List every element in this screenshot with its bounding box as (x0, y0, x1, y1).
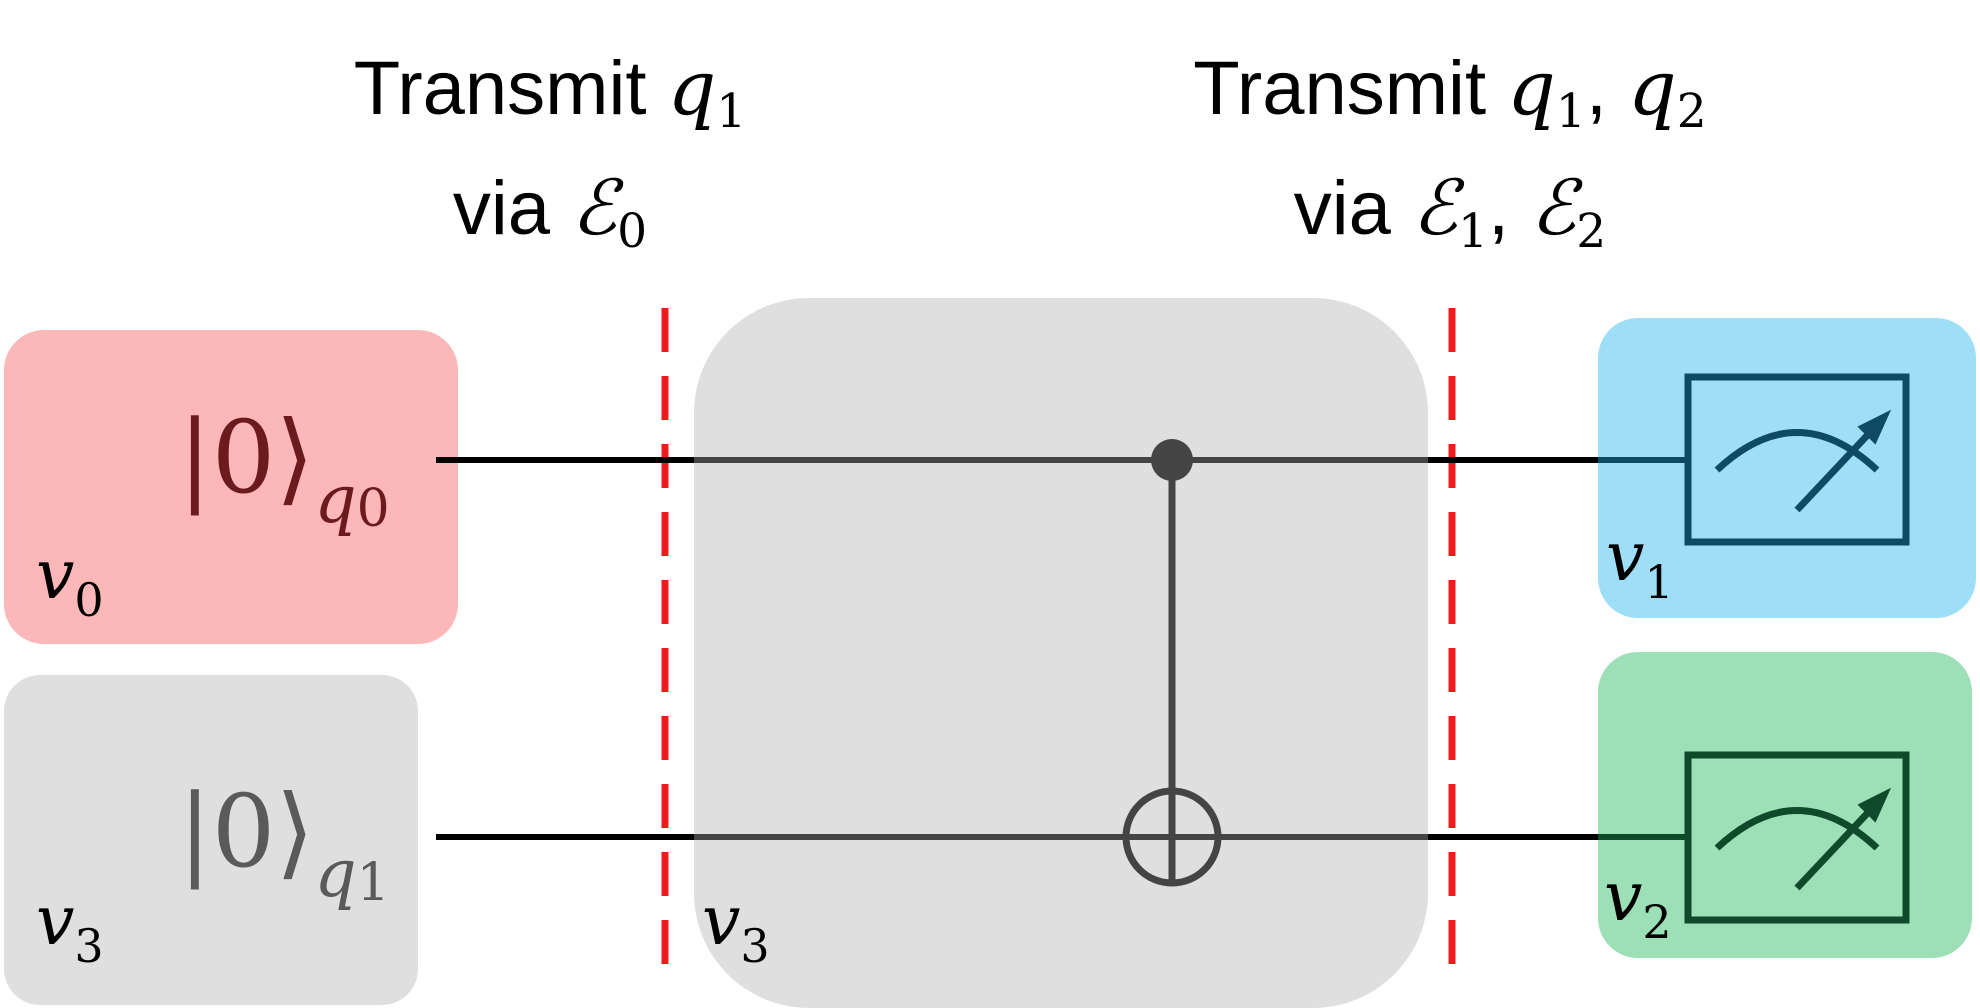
node-v3-center-box (694, 298, 1428, 1008)
meter-v1-arrowhead (1857, 409, 1892, 445)
measurement-meter-v1 (1684, 373, 1910, 546)
node-label-v3-left: v3 (36, 882, 104, 973)
heading-left-line1: Transmit q1 (353, 43, 747, 140)
ket-state-q1: |0⟩q1 (178, 773, 390, 913)
meter-v2-arrowhead (1857, 787, 1892, 823)
node-label-v3-center: v3 (702, 882, 770, 973)
heading-right-line1: Transmit q1, q2 (1193, 43, 1707, 140)
measurement-meter-v2 (1684, 751, 1910, 924)
heading-transmit-q1: Transmit q1 via ℰ0 (290, 40, 810, 280)
node-v3-left-box (4, 675, 418, 1005)
node-label-v2: v2 (1604, 858, 1672, 949)
heading-transmit-q1-q2: Transmit q1, q2 via ℰ1, ℰ2 (1140, 40, 1760, 280)
meter-v1-arc (1714, 429, 1880, 473)
meter-v2-frame (1684, 751, 1910, 924)
heading-left-line2: via ℰ0 (452, 163, 648, 260)
cnot-target-circle (1122, 787, 1222, 887)
node-v0-box (4, 330, 458, 644)
node-label-v1: v1 (1606, 518, 1674, 609)
meter-v2-arc (1714, 807, 1880, 851)
meter-v2-needle (1794, 800, 1880, 891)
heading-right-line2: via ℰ1, ℰ2 (1293, 163, 1607, 260)
ket-state-q0: |0⟩q0 (178, 399, 390, 539)
cnot-control-dot (1151, 439, 1193, 481)
meter-v1-needle (1794, 422, 1880, 513)
meter-v1-frame (1684, 373, 1910, 546)
node-label-v0: v0 (36, 536, 104, 627)
